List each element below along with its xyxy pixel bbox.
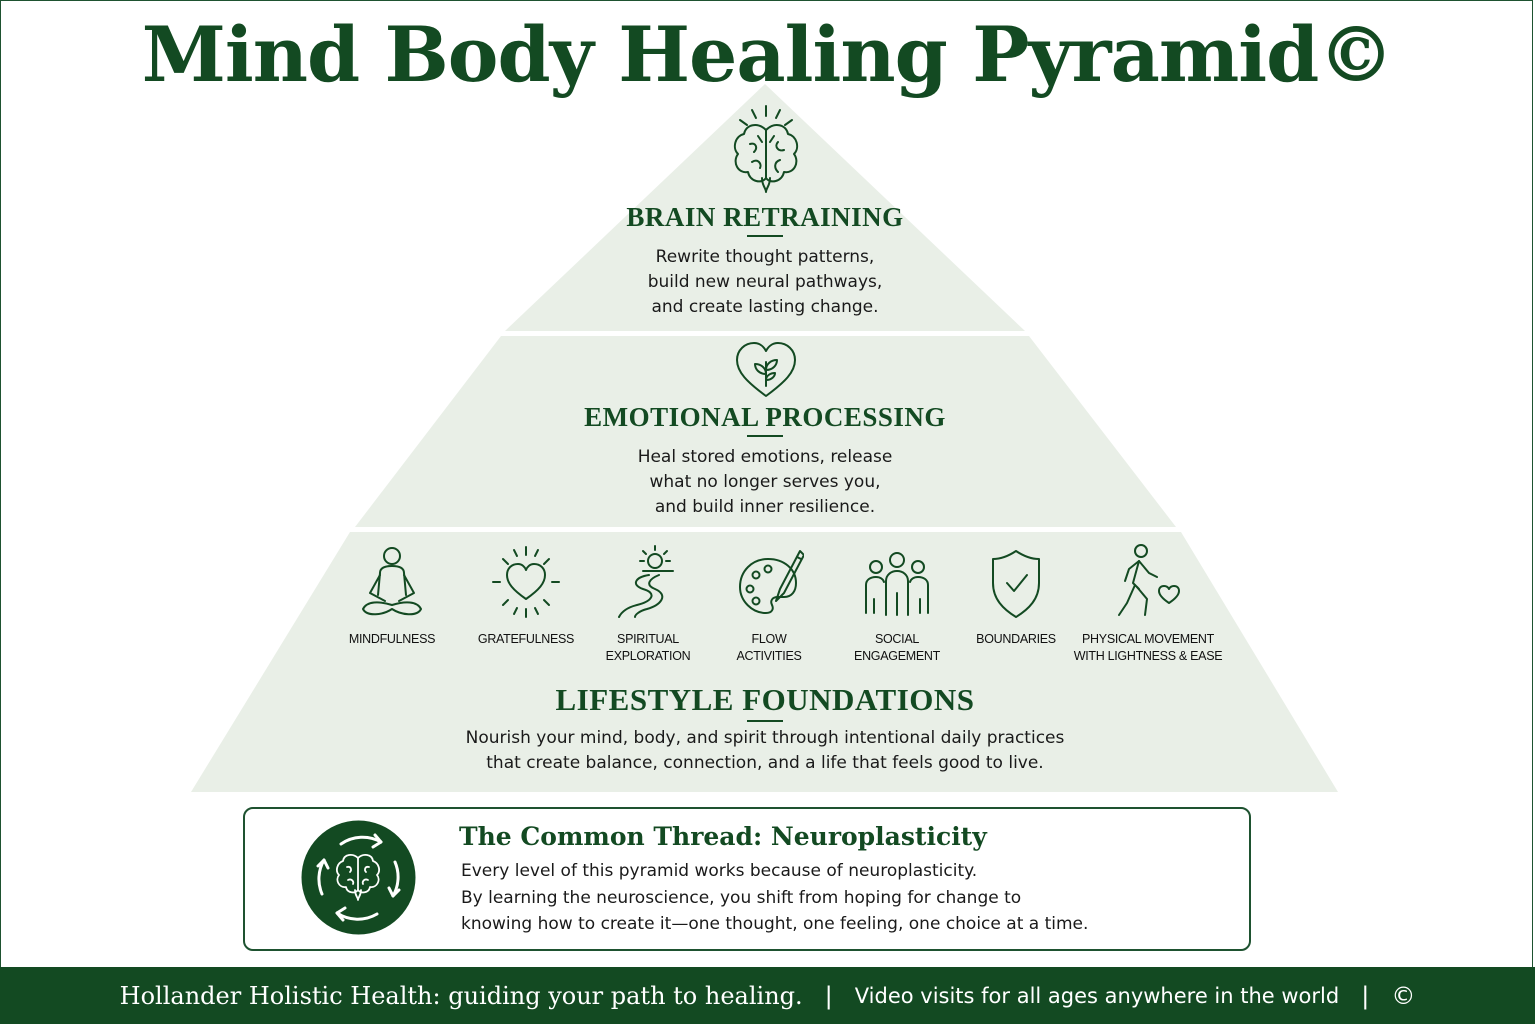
brain-icon (733, 105, 799, 193)
practice-flow-activities: FLOW ACTIVITIES (694, 543, 844, 665)
practice-label: PHYSICAL MOVEMENT WITH LIGHTNESS & EASE (1073, 632, 1223, 663)
page-title: Mind Body Healing Pyramid© (141, 10, 1395, 99)
walking-person-icon (1118, 544, 1180, 616)
brain-cycle-icon (301, 820, 416, 935)
tier-description: Heal stored emotions, release what no lo… (637, 447, 893, 517)
title-underline (747, 235, 783, 237)
pyramid-tier-top (505, 84, 1025, 331)
tier-title: BRAIN RETRAINING (626, 202, 904, 232)
footer-copyright: © (1391, 981, 1416, 1010)
footer-separator: | (824, 981, 833, 1010)
tier-title: LIFESTYLE FOUNDATIONS (555, 682, 975, 717)
meditation-icon (362, 547, 422, 616)
practice-label: GRATEFULNESS (477, 632, 575, 646)
pyramid-tier-middle (355, 336, 1176, 527)
sunrise-path-icon (618, 545, 674, 618)
tier-emotional-processing: EMOTIONAL PROCESSING Heal stored emotion… (515, 402, 1015, 520)
common-thread-text: Every level of this pyramid works becaus… (461, 858, 1088, 938)
common-thread-title: The Common Thread: Neuroplasticity (459, 822, 987, 851)
common-thread-line: knowing how to create it—one thought, on… (461, 914, 1089, 934)
pyramid-tier-bottom (191, 532, 1338, 792)
footer-service: Video visits for all ages anywhere in th… (854, 983, 1340, 1008)
tier-title: EMOTIONAL PROCESSING (584, 402, 946, 432)
people-group-icon (865, 552, 929, 616)
common-thread-line: Every level of this pyramid works becaus… (461, 861, 978, 881)
tier-brain-retraining: BRAIN RETRAINING Rewrite thought pattern… (565, 202, 965, 320)
practice-label: MINDFULNESS (348, 632, 436, 646)
practice-social-engagement: SOCIAL ENGAGEMENT (822, 543, 972, 665)
practice-boundaries: BOUNDARIES (941, 543, 1091, 648)
practice-gratefulness: GRATEFULNESS (451, 543, 601, 648)
heart-sprout-icon (736, 342, 796, 397)
title-underline (747, 435, 783, 437)
tier-lifestyle-foundations: LIFESTYLE FOUNDATIONS Nourish your mind,… (380, 682, 1150, 776)
practice-mindfulness: MINDFULNESS (317, 543, 467, 648)
footer-bar: Hollander Holistic Health: guiding your … (0, 967, 1535, 1024)
practice-label: SOCIAL ENGAGEMENT (854, 632, 940, 663)
shield-check-icon (992, 550, 1040, 618)
practice-spiritual-exploration: SPIRITUAL EXPLORATION (573, 543, 723, 665)
footer-separator: | (1361, 981, 1370, 1010)
practice-label: BOUNDARIES (976, 632, 1056, 646)
radiant-heart-icon (492, 546, 560, 618)
practice-label: SPIRITUAL EXPLORATION (605, 632, 691, 663)
tier-description: Rewrite thought patterns, build new neur… (647, 247, 883, 317)
footer-tagline: Hollander Holistic Health: guiding your … (119, 981, 803, 1010)
practice-physical-movement: PHYSICAL MOVEMENT WITH LIGHTNESS & EASE (1073, 543, 1223, 665)
title-underline (747, 720, 783, 722)
common-thread-line: By learning the neuroscience, you shift … (461, 887, 1022, 908)
tier-description: Nourish your mind, body, and spirit thro… (465, 728, 1065, 773)
paint-palette-icon (739, 550, 805, 614)
practice-label: FLOW ACTIVITIES (736, 632, 802, 663)
